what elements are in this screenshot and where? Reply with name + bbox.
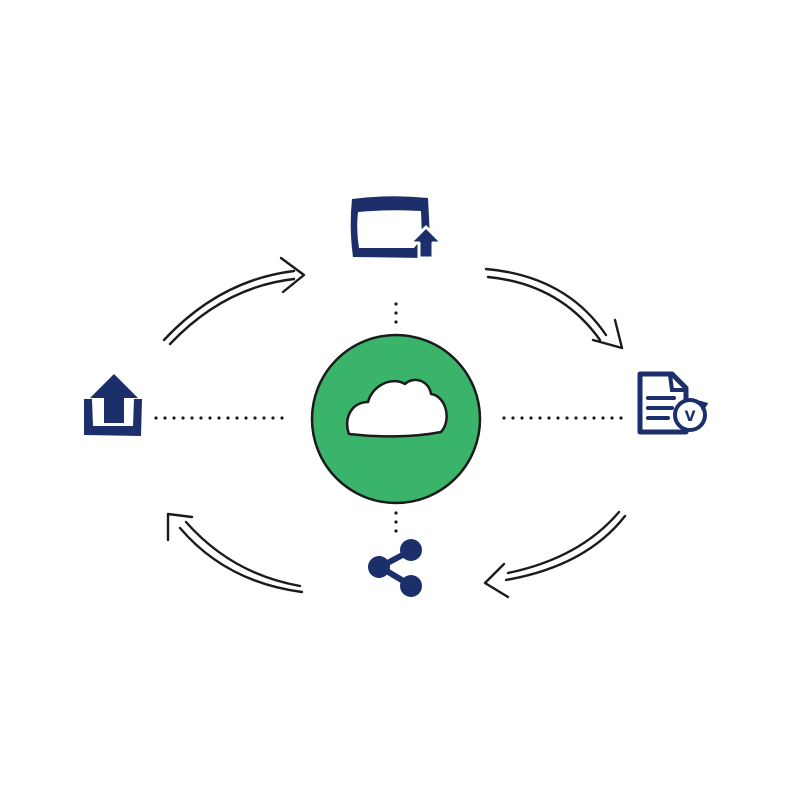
dotted-connectors xyxy=(154,302,626,537)
arrow-bottom-to-left xyxy=(166,512,304,594)
arrow-top-to-right xyxy=(484,267,624,350)
share-icon xyxy=(368,539,422,597)
cycle-arrows xyxy=(162,256,627,599)
arrow-right-to-bottom xyxy=(483,510,627,599)
cloud-hub xyxy=(310,333,482,505)
cloud-icon xyxy=(345,378,448,438)
document-version-icon xyxy=(637,371,709,435)
upload-tray-icon xyxy=(84,374,142,436)
version-badge-text: V xyxy=(685,409,696,425)
arrow-left-to-top xyxy=(162,256,306,346)
window-upload-icon xyxy=(350,196,444,260)
